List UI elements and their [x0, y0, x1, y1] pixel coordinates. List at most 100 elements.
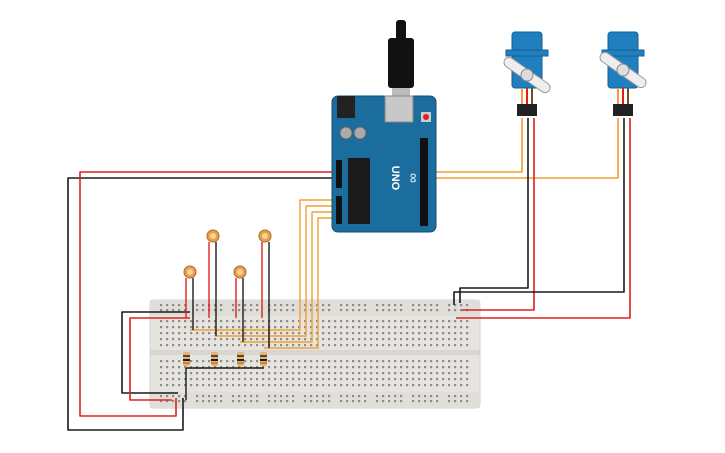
breadboard-hole [250, 309, 253, 312]
breadboard-hole [376, 320, 379, 323]
breadboard-hole [424, 320, 427, 323]
resistors [183, 352, 267, 366]
breadboard-hole [346, 320, 349, 323]
breadboard-hole [328, 344, 331, 347]
breadboard-hole [232, 400, 235, 403]
breadboard-hole [274, 400, 277, 403]
breadboard-hole [376, 338, 379, 341]
breadboard-hole [178, 332, 181, 335]
breadboard-hole [268, 372, 271, 375]
breadboard-hole [160, 304, 163, 307]
breadboard-hole [202, 395, 205, 398]
breadboard-hole [274, 309, 277, 312]
breadboard-hole [370, 326, 373, 329]
breadboard-hole [292, 378, 295, 381]
breadboard-hole [274, 344, 277, 347]
breadboard-hole [394, 395, 397, 398]
breadboard-hole [316, 320, 319, 323]
breadboard-hole [376, 332, 379, 335]
breadboard-hole [256, 378, 259, 381]
breadboard-hole [304, 395, 307, 398]
breadboard-hole [298, 366, 301, 369]
breadboard-hole [310, 360, 313, 363]
breadboard-hole [442, 384, 445, 387]
breadboard-hole [394, 344, 397, 347]
breadboard-hole [238, 332, 241, 335]
breadboard-hole [346, 344, 349, 347]
breadboard-hole [400, 338, 403, 341]
breadboard-hole [274, 320, 277, 323]
breadboard-hole [466, 360, 469, 363]
wire-servo2-vcc [456, 118, 631, 319]
breadboard-hole [286, 326, 289, 329]
breadboard-hole [256, 360, 259, 363]
breadboard-hole [418, 372, 421, 375]
breadboard-hole [436, 338, 439, 341]
breadboard-hole [406, 326, 409, 329]
breadboard-hole [298, 320, 301, 323]
breadboard-hole [424, 400, 427, 403]
breadboard-hole [388, 304, 391, 307]
breadboard-hole [274, 332, 277, 335]
breadboard-hole [208, 332, 211, 335]
breadboard-hole [316, 378, 319, 381]
breadboard-hole [250, 326, 253, 329]
breadboard-hole [298, 360, 301, 363]
wire-analog-a3 [264, 217, 337, 349]
breadboard-hole [166, 320, 169, 323]
wire-servo2-signal [420, 118, 619, 179]
breadboard-hole [244, 344, 247, 347]
photoresistors [183, 229, 272, 279]
breadboard-hole [292, 304, 295, 307]
breadboard-hole [202, 366, 205, 369]
breadboard-hole [166, 366, 169, 369]
breadboard-hole [322, 304, 325, 307]
breadboard-hole [280, 395, 283, 398]
breadboard-hole [394, 326, 397, 329]
breadboard-hole [334, 344, 337, 347]
breadboard-hole [226, 326, 229, 329]
breadboard-hole [250, 395, 253, 398]
breadboard-hole [436, 366, 439, 369]
breadboard-hole [310, 304, 313, 307]
breadboard-hole [292, 372, 295, 375]
breadboard-holes [160, 304, 469, 403]
breadboard-hole [358, 384, 361, 387]
breadboard-hole [346, 338, 349, 341]
breadboard-hole [220, 378, 223, 381]
breadboard-hole [400, 344, 403, 347]
breadboard-hole [382, 309, 385, 312]
arduino-logo-text: UNO [389, 166, 401, 191]
breadboard-hole [304, 326, 307, 329]
breadboard-hole [358, 304, 361, 307]
breadboard-hole [232, 360, 235, 363]
breadboard-hole [406, 384, 409, 387]
breadboard-hole [436, 360, 439, 363]
breadboard-hole [328, 400, 331, 403]
breadboard-hole [280, 378, 283, 381]
breadboard-hole [382, 360, 385, 363]
breadboard-hole [268, 395, 271, 398]
breadboard-hole [196, 326, 199, 329]
breadboard-hole [286, 395, 289, 398]
breadboard-hole [412, 326, 415, 329]
breadboard-hole [316, 304, 319, 307]
breadboard-hole [340, 378, 343, 381]
breadboard-hole [454, 304, 457, 307]
breadboard-hole [436, 378, 439, 381]
breadboard-hole [310, 400, 313, 403]
breadboard-hole [418, 326, 421, 329]
breadboard-hole [340, 366, 343, 369]
breadboard-hole [214, 304, 217, 307]
breadboard-hole [202, 326, 205, 329]
breadboard-hole [358, 395, 361, 398]
breadboard-hole [448, 378, 451, 381]
breadboard-hole [184, 304, 187, 307]
breadboard-hole [172, 395, 175, 398]
breadboard-hole [244, 309, 247, 312]
breadboard-hole [250, 400, 253, 403]
breadboard-hole [352, 332, 355, 335]
breadboard-hole [196, 384, 199, 387]
breadboard-hole [196, 309, 199, 312]
breadboard-hole [448, 366, 451, 369]
